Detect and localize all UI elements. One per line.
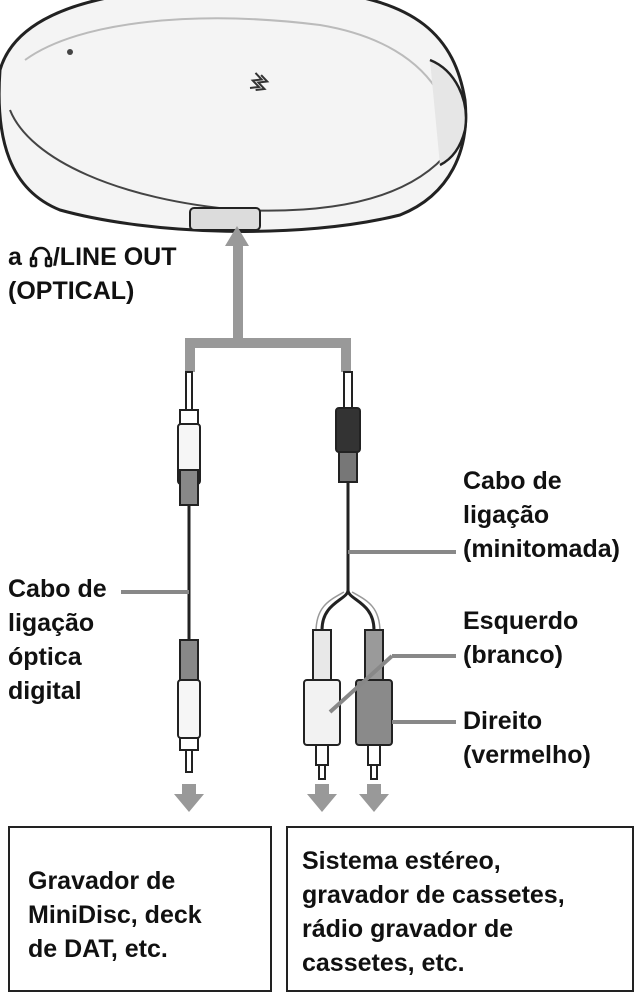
optical-label-line: ligação [8,609,95,637]
minijack-label-line: Cabo de [463,467,562,495]
walkman-player [0,0,468,233]
destination-box-recorder: Gravador de MiniDisc, deck de DAT, etc. [8,826,272,992]
destination-line: de DAT, etc. [28,935,168,963]
optical-cable-label: Cabo de ligação óptica digital [8,572,107,708]
jack-label-line2: (OPTICAL) [8,277,135,305]
minijack-label-line: (minitomada) [463,535,620,563]
destination-line: rádio gravador de [302,915,514,943]
optical-label-line: Cabo de [8,575,107,603]
left-channel-line: (branco) [463,641,563,669]
jack-label-line1: /LINE OUT [52,243,177,271]
destination-line: Sistema estéreo, [302,847,501,875]
optical-cable [177,371,201,773]
destination-line: Gravador de [28,867,176,895]
destination-box-stereo: Sistema estéreo, gravador de cassetes, r… [286,826,634,992]
walkman-logo-icon [249,72,270,92]
jack-label-prefix: a [8,243,22,271]
optical-label-line: digital [8,677,82,705]
right-channel-line: Direito [463,707,543,735]
minijack-cable-label: Cabo de ligação (minitomada) [463,464,620,566]
jack-label: a /LINE OUT (OPTICAL) [8,240,176,308]
destination-line: gravador de cassetes, [302,881,565,909]
connection-arrow [185,226,351,372]
destination-line: cassetes, etc. [302,949,465,977]
right-channel-label: Direito (vermelho) [463,704,591,772]
left-channel-label: Esquerdo (branco) [463,604,578,672]
rca-plug-red [355,629,393,780]
minijack-cable [315,371,381,633]
minijack-label-line: ligação [463,501,550,529]
destination-line: MiniDisc, deck [28,901,202,929]
output-arrows [174,784,389,812]
rca-plug-white [303,629,341,780]
left-channel-line: Esquerdo [463,607,579,635]
headphones-icon [29,246,53,268]
optical-label-line: óptica [8,643,82,671]
right-channel-line: (vermelho) [463,741,591,769]
callout-lines [121,550,456,724]
